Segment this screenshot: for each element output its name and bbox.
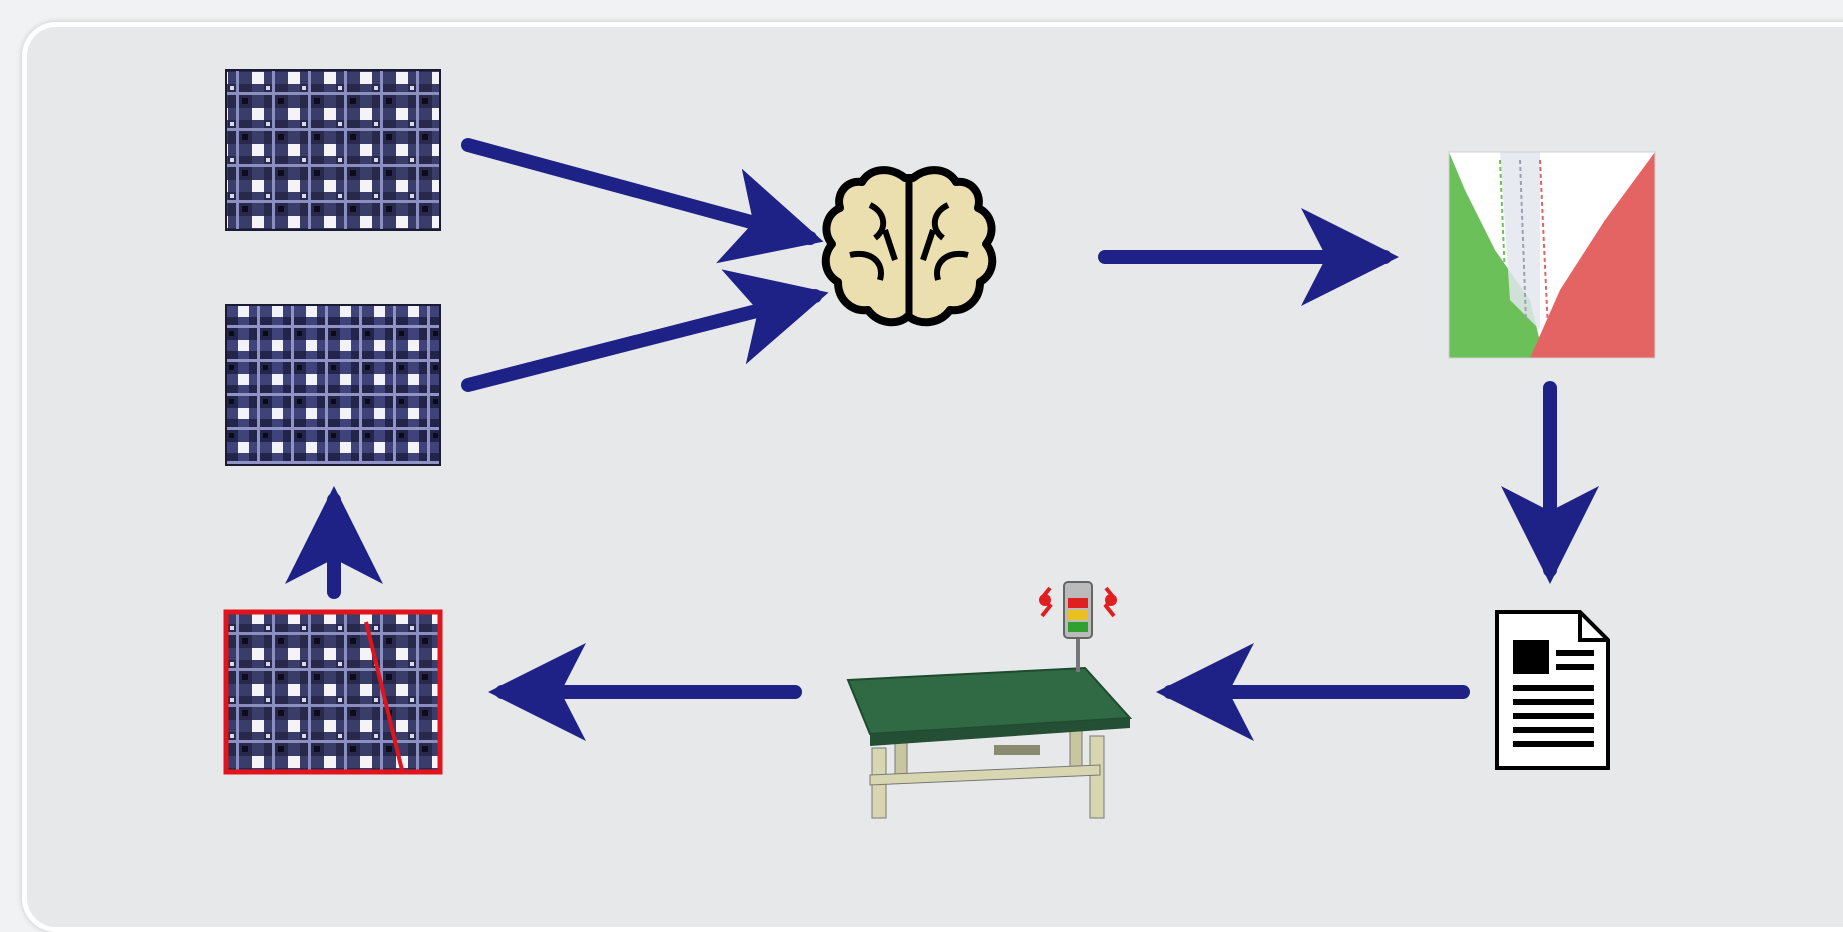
- edge-sample1-to-brain: [461, 138, 824, 264]
- diagram-svg: [223, 69, 1656, 819]
- decision-boundary-chart: [1448, 151, 1656, 359]
- edge-sample2-to-brain: [461, 269, 829, 392]
- fabric-sample-2: [225, 304, 441, 466]
- diagram-canvas: [22, 22, 1843, 932]
- document-icon: [1495, 610, 1610, 770]
- defect-sample: [223, 609, 443, 775]
- fabric-sample-1: [225, 69, 441, 231]
- brain-icon: [821, 166, 997, 327]
- workbench-with-signal-tower: [846, 581, 1133, 819]
